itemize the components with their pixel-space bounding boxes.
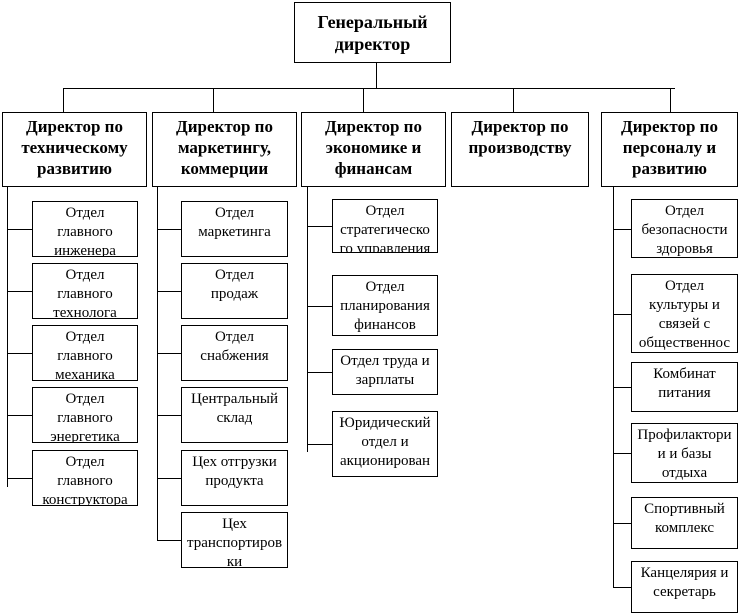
dept-connector-5-4 bbox=[613, 453, 631, 454]
director-box-4: Директор по производству bbox=[451, 112, 589, 187]
dept-connector-3-1 bbox=[307, 226, 332, 227]
dept-connector-5-6 bbox=[613, 587, 631, 588]
dept-box-5-4: Профилактори и и базы отдыха bbox=[631, 423, 738, 483]
dept-box-1-2: Отдел главного технолога bbox=[32, 263, 138, 319]
connector-dir-4 bbox=[513, 88, 514, 112]
dept-box-1-5: Отдел главного конструктора bbox=[32, 450, 138, 506]
director-box-5: Директор по персоналу и развитию bbox=[601, 112, 738, 187]
dept-box-5-6: Канцелярия и секретарь bbox=[631, 561, 738, 613]
dept-box-2-2: Отдел продаж bbox=[181, 263, 288, 319]
dept-box-1-3: Отдел главного механика bbox=[32, 325, 138, 381]
dept-connector-1-1 bbox=[7, 229, 32, 230]
dept-box-3-2: Отдел планирования финансов bbox=[332, 275, 438, 336]
dept-box-3-4: Юридический отдел и акционирован ия bbox=[332, 411, 438, 477]
dept-connector-1-3 bbox=[7, 353, 32, 354]
dept-connector-5-1 bbox=[613, 229, 631, 230]
dept-box-5-2: Отдел культуры и связей с общественнос т… bbox=[631, 274, 738, 353]
director-box-2: Директор по маркетингу, коммерции bbox=[152, 112, 297, 187]
dept-box-5-1: Отдел безопасности здоровья bbox=[631, 199, 738, 258]
connector-dir-3 bbox=[363, 88, 364, 112]
dept-box-3-3: Отдел труда и зарплаты bbox=[332, 349, 438, 395]
dept-connector-1-4 bbox=[7, 415, 32, 416]
dept-connector-2-2 bbox=[157, 291, 181, 292]
spine-3 bbox=[307, 187, 308, 452]
dept-box-2-5: Цех отгрузки продукта bbox=[181, 450, 288, 506]
spine-2 bbox=[157, 187, 158, 540]
dept-connector-1-2 bbox=[7, 291, 32, 292]
dept-box-1-4: Отдел главного энергетика bbox=[32, 387, 138, 443]
dept-connector-1-5 bbox=[7, 478, 32, 479]
dept-box-5-5: Спортивный комплекс bbox=[631, 497, 738, 549]
dept-box-2-1: Отдел маркетинга bbox=[181, 201, 288, 257]
connector-ceo-down bbox=[376, 63, 377, 88]
connector-dir-2 bbox=[213, 88, 214, 112]
dept-box-2-3: Отдел снабжения bbox=[181, 325, 288, 381]
dept-box-5-3: Комбинат питания bbox=[631, 362, 738, 412]
dept-connector-5-2 bbox=[613, 314, 631, 315]
dept-connector-2-3 bbox=[157, 353, 181, 354]
dept-box-3-1: Отдел стратегическо го управления bbox=[332, 199, 438, 253]
dept-connector-5-5 bbox=[613, 523, 631, 524]
spine-1 bbox=[7, 187, 8, 487]
dept-connector-5-3 bbox=[613, 387, 631, 388]
connector-dir-5 bbox=[670, 88, 671, 112]
ceo-box: Генеральный директор bbox=[294, 2, 451, 63]
connector-dir-1 bbox=[63, 88, 64, 112]
dept-box-2-6: Цех транспортиров ки bbox=[181, 512, 288, 568]
dept-connector-3-2 bbox=[307, 306, 332, 307]
dept-connector-3-3 bbox=[307, 372, 332, 373]
dept-connector-2-4 bbox=[157, 415, 181, 416]
connector-main-horizontal bbox=[63, 88, 675, 89]
dept-box-2-4: Центральный склад bbox=[181, 387, 288, 443]
director-box-3: Директор по экономике и финансам bbox=[301, 112, 446, 187]
director-box-1: Директор по техническому развитию bbox=[2, 112, 147, 187]
dept-connector-2-1 bbox=[157, 229, 181, 230]
dept-connector-2-5 bbox=[157, 478, 181, 479]
dept-connector-3-4 bbox=[307, 444, 332, 445]
dept-box-1-1: Отдел главного инженера bbox=[32, 201, 138, 257]
dept-connector-2-6 bbox=[157, 540, 181, 541]
